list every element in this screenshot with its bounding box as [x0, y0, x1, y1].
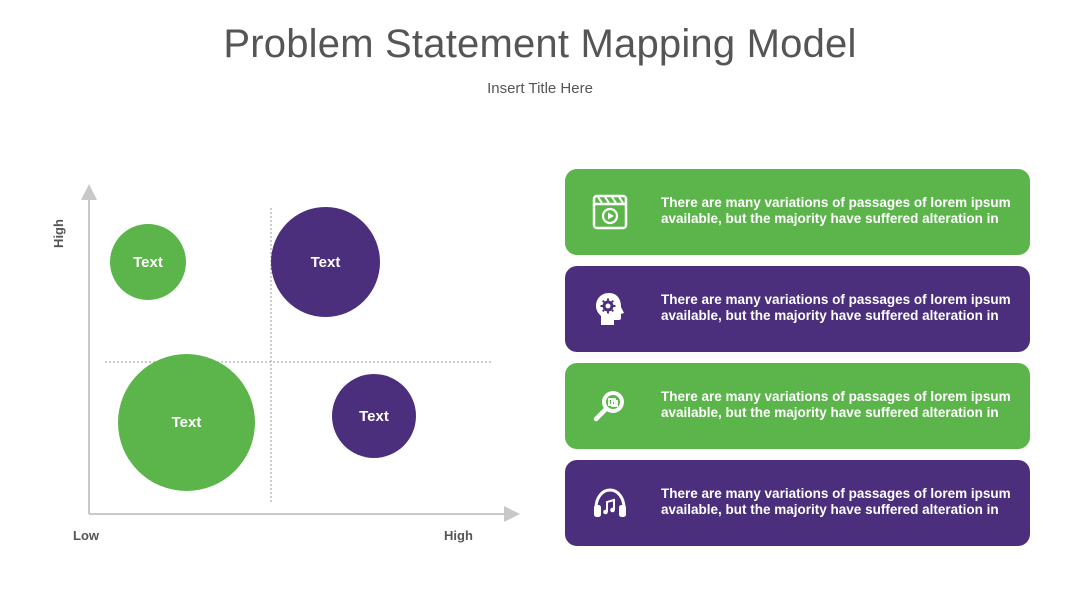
- info-card-text: There are many variations of passages of…: [661, 292, 1011, 323]
- info-card-text: There are many variations of passages of…: [661, 486, 1011, 517]
- head-gear-icon: [591, 290, 629, 328]
- page-title: Problem Statement Mapping Model: [223, 22, 857, 66]
- info-card-text: There are many variations of passages of…: [661, 195, 1011, 226]
- bubble-bottom-left: Text: [118, 354, 255, 491]
- y-axis-high-label: High: [50, 219, 66, 248]
- info-card-text: There are many variations of passages of…: [661, 389, 1011, 420]
- bubble-label: Text: [359, 407, 389, 425]
- bubble-bottom-right: Text: [332, 374, 416, 458]
- info-card-4: There are many variations of passages of…: [565, 460, 1030, 546]
- bubble-label: Text: [171, 414, 202, 431]
- headphones-music-icon: [591, 484, 629, 522]
- page-subtitle: Insert Title Here: [487, 80, 593, 97]
- magnifier-icon: [591, 387, 629, 425]
- bubble-top-right: Text: [271, 207, 380, 317]
- bubble-top-left: Text: [110, 224, 186, 300]
- x-axis-high-label: High: [444, 528, 473, 543]
- info-card-1: There are many variations of passages of…: [565, 169, 1030, 255]
- video-player-icon: [591, 193, 629, 231]
- bubble-label: Text: [310, 253, 341, 271]
- bubble-label: Text: [133, 253, 163, 271]
- info-card-2: There are many variations of passages of…: [565, 266, 1030, 352]
- info-card-3: There are many variations of passages of…: [565, 363, 1030, 449]
- x-axis-low-label: Low: [73, 528, 99, 543]
